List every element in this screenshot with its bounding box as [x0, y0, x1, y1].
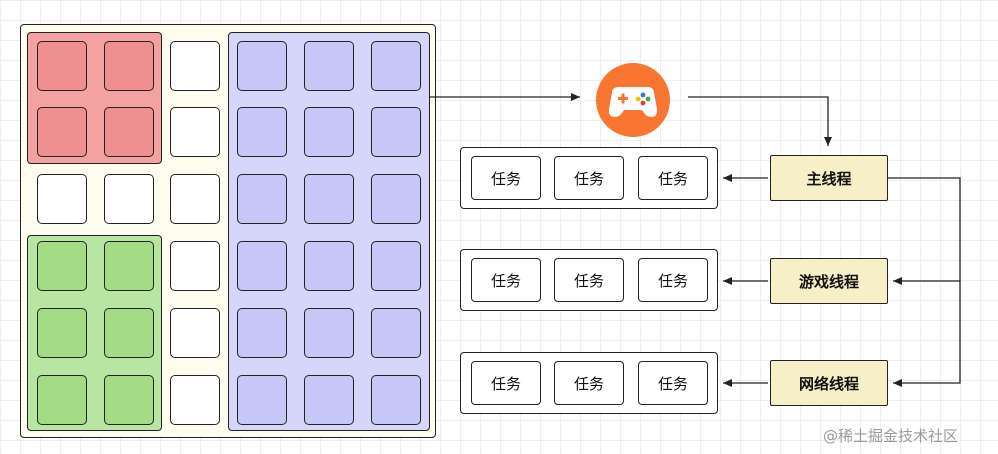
blue-tile — [303, 173, 354, 224]
white-tile — [36, 173, 87, 224]
task-box: 任务 — [554, 258, 624, 302]
task-box: 任务 — [554, 361, 624, 405]
game-thread-box: 游戏线程 — [770, 258, 888, 304]
blue-tile — [303, 240, 354, 291]
green-tile — [36, 240, 87, 291]
green-tile — [103, 374, 154, 425]
blue-tile — [236, 240, 287, 291]
blue-tile — [370, 374, 421, 425]
white-tile — [103, 173, 154, 224]
green-tile — [103, 240, 154, 291]
blue-region — [227, 31, 430, 431]
white-tile — [169, 307, 220, 358]
blue-tile — [370, 240, 421, 291]
blue-tile — [303, 40, 354, 91]
red-tile — [103, 106, 154, 157]
network-thread-task-panel: 任务 任务 任务 — [460, 352, 718, 414]
blue-tile — [303, 307, 354, 358]
blue-tile — [303, 374, 354, 425]
white-tile — [169, 40, 220, 91]
green-tile — [103, 307, 154, 358]
game-thread-task-panel: 任务 任务 任务 — [460, 249, 718, 311]
white-tile — [169, 374, 220, 425]
task-box: 任务 — [638, 258, 708, 302]
white-tile — [169, 173, 220, 224]
blue-tile — [370, 40, 421, 91]
task-box: 任务 — [471, 258, 541, 302]
task-box: 任务 — [471, 156, 541, 200]
green-tile — [36, 374, 87, 425]
red-tile — [36, 106, 87, 157]
red-tile — [36, 40, 87, 91]
main-thread-task-panel: 任务 任务 任务 — [460, 147, 718, 209]
task-box: 任务 — [638, 156, 708, 200]
game-to-network-thread-arrow — [893, 281, 961, 387]
task-box: 任务 — [471, 361, 541, 405]
blue-tile — [236, 307, 287, 358]
watermark-text: @稀土掘金技术社区 — [823, 427, 959, 445]
white-tile — [169, 240, 220, 291]
blue-tile — [370, 307, 421, 358]
task-box: 任务 — [638, 361, 708, 405]
network-thread-box: 网络线程 — [770, 360, 888, 406]
blue-tile — [370, 106, 421, 157]
blue-tile — [236, 106, 287, 157]
white-tile — [169, 106, 220, 157]
green-tile — [36, 307, 87, 358]
blue-tile — [303, 106, 354, 157]
gamepad-icon — [596, 63, 670, 137]
red-tile — [103, 40, 154, 91]
task-box: 任务 — [554, 156, 624, 200]
blue-tile — [236, 40, 287, 91]
blue-tile — [236, 173, 287, 224]
blue-tile — [236, 374, 287, 425]
icon-to-main-thread-arrow — [688, 96, 832, 146]
blue-tile — [370, 173, 421, 224]
main-thread-box: 主线程 — [770, 155, 888, 201]
main-to-game-thread-arrow — [888, 177, 961, 285]
